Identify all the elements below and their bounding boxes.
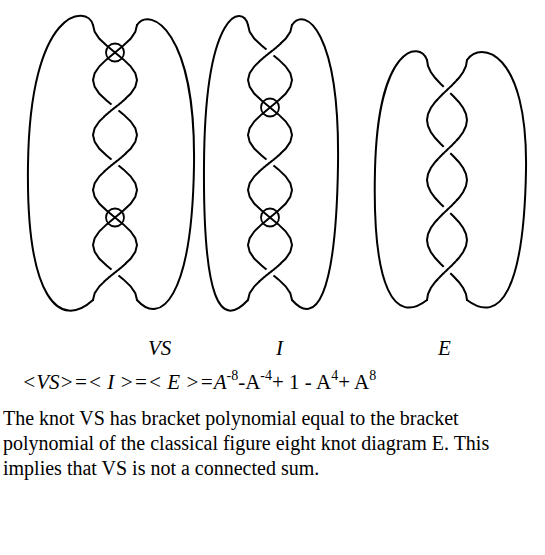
over-strand (437, 80, 456, 99)
crossing-gap (104, 99, 125, 117)
crossing-gap (437, 140, 456, 159)
virtual-crossing (106, 44, 124, 62)
outer-arc (467, 52, 526, 308)
crossing-gap (104, 154, 125, 172)
outer-arc (292, 19, 338, 309)
over-strand (437, 260, 456, 279)
crossing-gap (437, 260, 456, 279)
virtual-crossing (106, 209, 124, 227)
bracket-equation: <VS>=< I >=< E >=A-8-A-4+ 1 - A4+ A8 (22, 368, 376, 395)
twist-strand (427, 60, 467, 300)
over-strand (259, 154, 280, 172)
twist-strand (248, 25, 292, 300)
over-strand (104, 264, 125, 282)
crossing-gap (259, 264, 280, 282)
knot-name: VS (148, 336, 171, 361)
crossing-gap (437, 200, 456, 219)
over-strand (437, 140, 456, 159)
crossing-gap (259, 44, 280, 62)
equation-term: + 1 - A (272, 370, 331, 394)
equation-term: -A (238, 370, 260, 394)
twist-strand (248, 25, 292, 300)
over-strand (104, 154, 125, 172)
twist-strand (427, 60, 467, 300)
outer-arc (375, 51, 427, 307)
over-strand (437, 200, 456, 219)
virtual-crossing (261, 99, 279, 117)
equation-term: + A (338, 370, 369, 394)
crossing-gap (104, 264, 125, 282)
virtual-crossing (261, 209, 279, 227)
outer-arc (204, 16, 248, 311)
exponent: -4 (260, 368, 272, 383)
caption: The knot VS has bracket polynomial equal… (3, 406, 541, 481)
knot-name: I (276, 336, 283, 361)
over-strand (259, 264, 280, 282)
knot-name: E (438, 336, 451, 361)
equation-term: <VS>=< I >=< E >=A (22, 370, 227, 394)
exponent: 8 (369, 368, 376, 383)
exponent: -8 (227, 368, 239, 383)
twist-strand (93, 25, 137, 300)
outer-arc (28, 16, 93, 311)
exponent: 4 (331, 368, 338, 383)
twist-strand (93, 25, 137, 300)
crossing-gap (259, 154, 280, 172)
crossing-gap (437, 80, 456, 99)
over-strand (259, 44, 280, 62)
over-strand (104, 99, 125, 117)
outer-arc (137, 19, 194, 309)
